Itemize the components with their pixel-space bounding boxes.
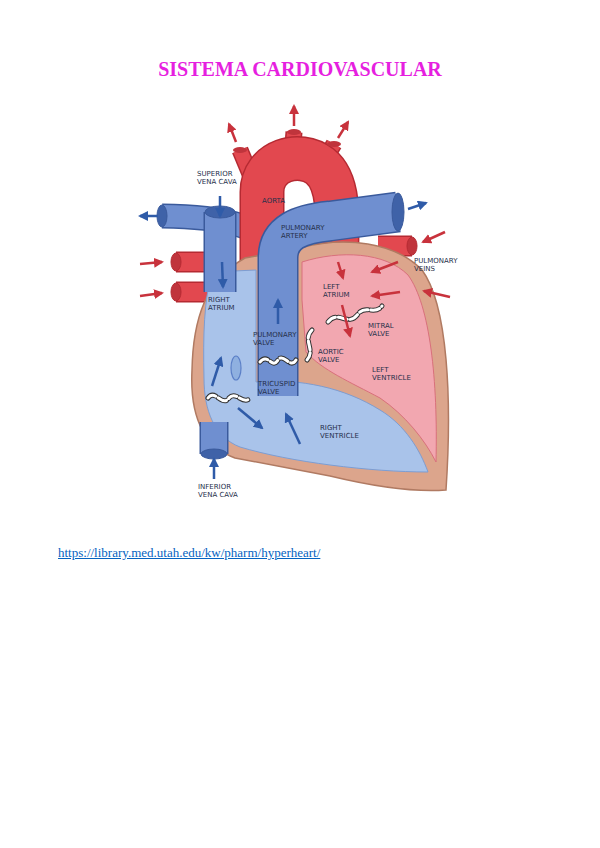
vessel-opening <box>287 129 301 135</box>
flow-arrow <box>213 459 216 479</box>
tricuspid-valve <box>208 395 250 401</box>
part-label: RIGHT VENTRICLE <box>320 424 372 440</box>
flow-arrow <box>424 291 450 297</box>
vessel-opening <box>327 141 341 147</box>
right-heart-chamber <box>204 270 428 472</box>
source-link: https://library.med.utah.edu/kw/pharm/hy… <box>58 545 320 561</box>
vessel-opening <box>201 449 227 459</box>
vessel-opening <box>407 237 417 255</box>
aortic-valve <box>307 330 312 360</box>
part-label: INFERIOR VENA CAVA <box>198 483 250 499</box>
vessel <box>205 212 235 292</box>
flow-arrow <box>372 292 400 296</box>
part-label: LEFT VENTRICLE <box>372 366 424 382</box>
part-label: LEFT ATRIUM <box>323 283 363 299</box>
flow-arrow <box>277 300 280 324</box>
vessel-opening <box>171 283 181 301</box>
valve-outline <box>208 395 250 401</box>
flow-arrow <box>212 358 221 386</box>
flow-arrow <box>338 262 343 278</box>
pulmonary-valve <box>260 358 296 363</box>
part-label: PULMONARY VALVE <box>253 331 305 347</box>
flow-arrow <box>293 106 296 126</box>
flow-arrow <box>338 122 348 138</box>
part-label: AORTA <box>262 197 285 205</box>
flow-arrow <box>342 305 350 336</box>
part-label: PULMONARY ARTERY <box>281 224 333 240</box>
flow-arrow <box>408 203 426 209</box>
part-label: SUPERIOR VENA CAVA <box>197 170 249 186</box>
flow-arrow <box>372 262 398 272</box>
flow-arrow <box>423 232 445 242</box>
flow-arrow <box>219 196 222 216</box>
vessel-outline <box>204 212 237 292</box>
page-title: SISTEMA CARDIOVASCULAR <box>158 58 442 81</box>
vessel-opening <box>233 147 247 153</box>
part-label: RIGHT ATRIUM <box>208 296 248 312</box>
flow-arrow <box>140 262 162 264</box>
flow-arrow <box>140 293 162 296</box>
vessel-opening <box>157 205 167 227</box>
part-label: PULMONARY VEINS <box>414 257 466 273</box>
vessel-opening <box>392 193 404 231</box>
flow-arrow <box>238 408 262 428</box>
mitral-valve <box>328 306 382 322</box>
part-label: AORTIC VALVE <box>318 348 358 364</box>
part-label: TRICUSPID VALVE <box>258 380 310 396</box>
flow-arrow <box>222 262 223 287</box>
flow-arrow <box>140 215 158 218</box>
superior-vena-cava <box>220 212 221 292</box>
heart-valves <box>208 306 382 401</box>
atrial-oval <box>231 356 241 380</box>
valve-outline <box>328 306 382 322</box>
valve-outline <box>307 330 312 360</box>
valve-outline <box>260 358 296 363</box>
part-label: MITRAL VALVE <box>368 322 408 338</box>
flow-arrow <box>229 124 236 142</box>
flow-arrow <box>286 414 300 444</box>
flow-arrows <box>140 106 450 479</box>
vessel-opening <box>171 253 181 271</box>
